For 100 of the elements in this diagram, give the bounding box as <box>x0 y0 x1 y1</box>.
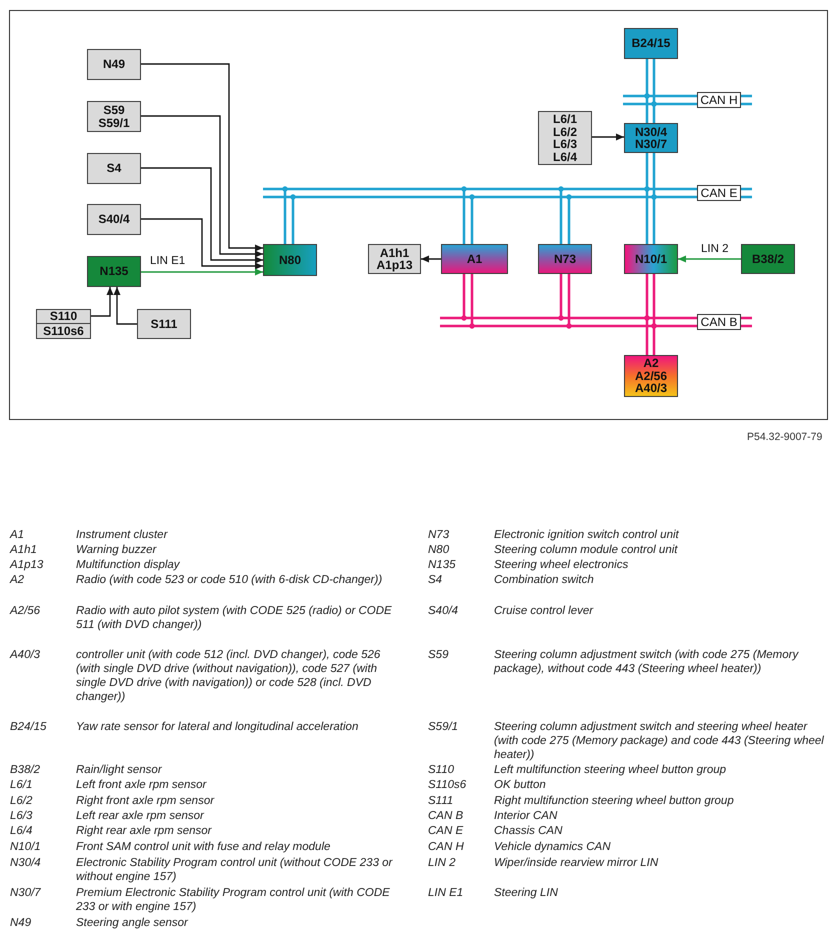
part-code: N73 <box>428 528 450 542</box>
part-code: N30/7 <box>10 886 41 900</box>
figure-code: P54.32-9007-79 <box>747 431 822 443</box>
module-code: L6/2 <box>552 126 577 138</box>
part-description: Warning buzzer <box>76 543 158 557</box>
part-description: Steering column module control unit <box>494 543 679 557</box>
part-description: Chassis CAN <box>494 824 564 838</box>
part-code: S110 <box>428 763 454 777</box>
module-code: L6/1 <box>552 113 577 126</box>
part-description: Radio (with code 523 or code 510 (with 6-disk CD-changer)) <box>76 573 384 587</box>
bus-label: CAN E <box>697 185 741 201</box>
module-box <box>87 204 141 235</box>
part-code: L6/4 <box>10 824 32 838</box>
arrow <box>141 167 263 264</box>
module-code: A40/3 <box>634 382 668 395</box>
bus-connection <box>461 186 475 244</box>
part-code: N80 <box>428 543 450 557</box>
edge-label: LIN E1 <box>148 255 188 267</box>
part-description: Wiper/inside rearview mirror LIN <box>494 856 660 870</box>
part-code: S59/1 <box>428 720 458 734</box>
part-description: Multifunction display <box>76 558 181 572</box>
part-description: Yaw rate sensor for lateral and longitudinal acceleration <box>76 720 360 734</box>
arrow <box>141 268 263 276</box>
module-code: A1 <box>466 252 482 266</box>
module-box <box>538 244 592 274</box>
part-code: S4 <box>428 573 442 587</box>
arrow <box>141 115 263 258</box>
part-description: Electronic Stability Program control unit (without CODE 233 or without engine 157) <box>76 856 394 884</box>
module-box <box>538 111 592 165</box>
module-code: N30/4 <box>634 126 668 138</box>
bus-line <box>263 185 752 201</box>
part-code: L6/2 <box>10 794 32 808</box>
module-code: N135 <box>100 265 128 278</box>
module-code: S4 <box>106 162 122 175</box>
part-code: A1 <box>10 528 24 542</box>
part-code: B24/15 <box>10 720 46 734</box>
module-code: B24/15 <box>632 37 670 50</box>
edge-label: LIN 2 <box>699 243 730 255</box>
module-code: N49 <box>102 58 125 71</box>
bus-connection <box>461 274 475 329</box>
part-description: Premium Electronic Stability Program control unit (with CODE 233 or with engine 157) <box>76 886 391 914</box>
part-code: S110s6 <box>428 778 466 792</box>
module-box <box>36 324 91 339</box>
module-code: A2/56 <box>634 370 668 382</box>
part-description: Right multifunction steering wheel button group <box>494 794 735 808</box>
part-code: S59 <box>428 648 448 662</box>
part-description: Steering column adjustment switch and steering wheel heater (with code 275 (Memory package) and code 443 (Steering wheel heater)) <box>494 720 824 762</box>
part-code: LIN 2 <box>428 856 456 870</box>
arrow <box>114 287 137 325</box>
module-code: A1p13 <box>376 259 413 272</box>
bus-label: CAN H <box>697 92 741 108</box>
module-code: S110 <box>50 310 78 323</box>
arrow <box>592 134 624 140</box>
part-description: Steering angle sensor <box>76 916 190 930</box>
part-description: Vehicle dynamics CAN <box>494 840 612 854</box>
part-code: L6/1 <box>10 778 32 792</box>
bus-line <box>440 314 752 330</box>
arrow <box>421 256 441 262</box>
module-code: A1h1 <box>380 246 410 259</box>
part-code: A1h1 <box>10 543 37 557</box>
module-code: S59 <box>103 104 125 116</box>
arrow <box>91 287 114 317</box>
part-code: S40/4 <box>428 604 458 618</box>
part-description: Steering wheel electronics <box>494 558 630 572</box>
module-code: N73 <box>554 252 576 266</box>
bus-connection <box>558 274 572 329</box>
module-box <box>624 355 678 397</box>
part-description: Right rear axle rpm sensor <box>76 824 213 838</box>
part-code: CAN E <box>428 824 464 838</box>
arrow <box>141 63 263 252</box>
part-description: Left front axle rpm sensor <box>76 778 208 792</box>
part-code: A2 <box>10 573 24 587</box>
module-code: L6/3 <box>552 138 577 150</box>
module-box <box>263 244 317 276</box>
module-code: S111 <box>150 318 178 330</box>
bus-line <box>623 92 752 108</box>
part-description: Rain/light sensor <box>76 763 163 777</box>
module-code: S110s6 <box>43 324 84 338</box>
part-code: L6/3 <box>10 809 32 823</box>
module-box <box>36 309 91 324</box>
part-description: controller unit (with code 512 (incl. DVD changer), code 526 (with single DVD drive (without navigation)), code 527 (with single DVD drive (with navigation)) or code 528 (incl. DVD changer)) <box>76 648 382 704</box>
module-box <box>87 153 141 184</box>
bus-label: CAN B <box>697 314 741 330</box>
part-description: Cruise control lever <box>494 604 594 618</box>
part-description: Steering LIN <box>494 886 559 900</box>
bus-connection <box>558 186 572 244</box>
part-description: Electronic ignition switch control unit <box>494 528 680 542</box>
module-code: S59/1 <box>98 116 130 129</box>
module-box <box>441 244 508 274</box>
part-code: N135 <box>428 558 456 572</box>
module-box <box>87 49 141 80</box>
part-description: Left multifunction steering wheel button group <box>494 763 728 777</box>
module-box <box>87 256 141 287</box>
bus-connection <box>644 93 657 123</box>
part-code: N49 <box>10 916 32 930</box>
part-description: Combination switch <box>494 573 595 587</box>
module-code: A2 <box>643 357 659 370</box>
part-description: Radio with auto pilot system (with CODE 525 (radio) or CODE 511 (with DVD changer)) <box>76 604 393 632</box>
part-code: LIN E1 <box>428 886 464 900</box>
module-code: B38/2 <box>752 252 784 266</box>
